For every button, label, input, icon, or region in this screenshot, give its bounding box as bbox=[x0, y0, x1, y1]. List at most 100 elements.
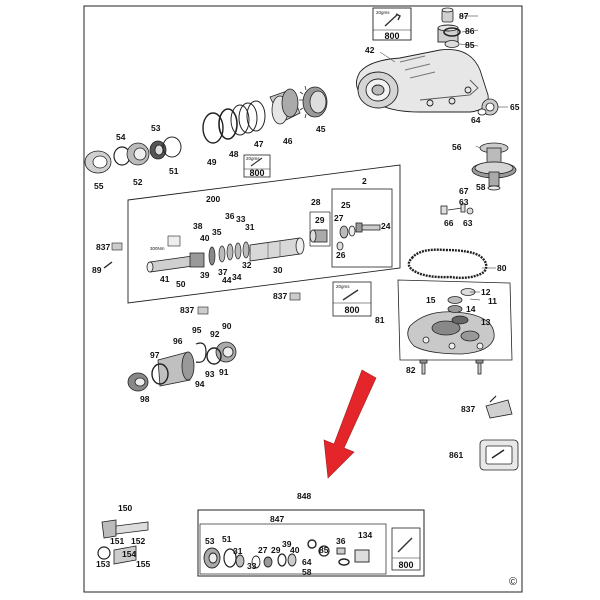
torque-tool-icon bbox=[167, 235, 181, 247]
callout-837-d: 837 bbox=[461, 404, 476, 414]
callout-152: 152 bbox=[131, 536, 146, 546]
ring-part-64 bbox=[477, 108, 487, 116]
bushing-part-55 bbox=[84, 150, 112, 174]
callout-91: 91 bbox=[219, 367, 229, 377]
kit-callout-64: 64 bbox=[302, 557, 312, 567]
callout-42: 42 bbox=[365, 45, 375, 55]
callout-837-c: 837 bbox=[273, 291, 288, 301]
gear-housing-part bbox=[356, 24, 489, 113]
callout-82: 82 bbox=[406, 365, 416, 375]
grease-box-shaft bbox=[243, 154, 271, 178]
kit-callout-36: 36 bbox=[336, 536, 346, 546]
kit-callout-134: 134 bbox=[358, 530, 373, 540]
callout-11: 11 bbox=[488, 296, 497, 306]
callout-49: 49 bbox=[207, 157, 217, 167]
callout-55: 55 bbox=[94, 181, 104, 191]
callout-95: 95 bbox=[192, 325, 202, 335]
callout-50: 50 bbox=[176, 279, 186, 289]
handle-kit-150 bbox=[97, 519, 149, 565]
callout-64: 64 bbox=[471, 115, 481, 125]
kit-callout-31: 31 bbox=[233, 546, 243, 556]
grease-tube-837 bbox=[485, 395, 513, 419]
grease-amount-top: 20gms bbox=[376, 10, 390, 15]
callout-28: 28 bbox=[311, 197, 321, 207]
callout-53: 53 bbox=[151, 123, 161, 133]
callout-34: 34 bbox=[232, 272, 242, 282]
callout-94: 94 bbox=[195, 379, 205, 389]
kit-callout-53: 53 bbox=[205, 536, 215, 546]
chuck-sleeve-part-97 bbox=[151, 363, 169, 385]
callout-85: 85 bbox=[465, 40, 475, 50]
grease-number-gear: 800 bbox=[344, 305, 360, 315]
grease-number-shaft: 800 bbox=[249, 168, 265, 178]
kit-box-848 bbox=[197, 509, 425, 577]
callout-33: 33 bbox=[236, 214, 246, 224]
ring-part-51 bbox=[162, 136, 182, 158]
callout-29: 29 bbox=[315, 215, 325, 225]
callout-52: 52 bbox=[133, 177, 143, 187]
callout-36: 36 bbox=[225, 211, 235, 221]
spindle-part-30 bbox=[249, 237, 305, 262]
screw-parts-82 bbox=[419, 359, 484, 375]
cap-part-87 bbox=[441, 7, 454, 23]
gear-part-45 bbox=[299, 85, 328, 119]
chuck-parts-90-96 bbox=[157, 341, 237, 387]
torque-note: 300Nm bbox=[150, 246, 165, 251]
ring-set-47-48-49 bbox=[202, 100, 266, 144]
washer-part-85 bbox=[444, 40, 460, 48]
callout-39: 39 bbox=[200, 270, 210, 280]
callout-96: 96 bbox=[173, 336, 183, 346]
intermediate-shaft-part-56 bbox=[471, 142, 517, 191]
callout-153: 153 bbox=[96, 559, 111, 569]
callout-40: 40 bbox=[200, 233, 210, 243]
callout-93: 93 bbox=[205, 369, 215, 379]
pin-part-89 bbox=[103, 261, 113, 269]
callout-48: 48 bbox=[229, 149, 239, 159]
kit-callout-58: 58 bbox=[302, 567, 312, 577]
callout-37: 37 bbox=[218, 267, 228, 277]
belt-part-80 bbox=[407, 248, 488, 280]
part-box-28 bbox=[309, 211, 331, 247]
grease-number-top: 800 bbox=[384, 31, 400, 41]
callout-54: 54 bbox=[116, 132, 126, 142]
kit-callout-39: 39 bbox=[282, 539, 292, 549]
callout-847: 847 bbox=[270, 514, 285, 524]
leader-lines bbox=[379, 15, 508, 301]
grease-box-kit bbox=[391, 527, 421, 571]
assembly-box-200 bbox=[127, 164, 401, 304]
ring-parts-25-27 bbox=[336, 225, 356, 251]
callout-38: 38 bbox=[193, 221, 203, 231]
dust-cap-part-98 bbox=[127, 372, 149, 392]
callout-27: 27 bbox=[334, 213, 344, 223]
grease-box-gear bbox=[332, 281, 372, 317]
kit-callout-51: 51 bbox=[222, 534, 232, 544]
callout-46: 46 bbox=[283, 136, 293, 146]
callout-14: 14 bbox=[466, 304, 476, 314]
callout-63b: 63 bbox=[463, 218, 473, 228]
callout-97: 97 bbox=[150, 350, 160, 360]
kit-parts bbox=[203, 539, 370, 569]
callout-56: 56 bbox=[452, 142, 462, 152]
spindle-part-41 bbox=[146, 252, 205, 273]
red-arrow-icon bbox=[323, 369, 377, 479]
callout-150: 150 bbox=[118, 503, 133, 513]
grease-number-kit: 800 bbox=[398, 560, 414, 570]
callout-98: 98 bbox=[140, 394, 150, 404]
bolt-part-24 bbox=[355, 222, 381, 233]
callout-86: 86 bbox=[465, 26, 475, 36]
callout-24: 24 bbox=[381, 221, 391, 231]
callout-861: 861 bbox=[449, 450, 464, 460]
ring-stack-32-35 bbox=[208, 241, 250, 266]
kit-callout-85: 85 bbox=[319, 545, 329, 555]
callout-44: 44 bbox=[222, 275, 232, 285]
callout-66: 66 bbox=[444, 218, 454, 228]
callout-31: 31 bbox=[245, 222, 255, 232]
callout-15: 15 bbox=[426, 295, 436, 305]
callout-87: 87 bbox=[459, 11, 469, 21]
callout-65: 65 bbox=[510, 102, 520, 112]
callout-26: 26 bbox=[336, 250, 346, 260]
grease-amount-shaft: 20gms bbox=[246, 156, 260, 161]
kit-case-861 bbox=[479, 439, 519, 471]
gearbox-cover-part-81 bbox=[407, 311, 495, 355]
callout-154: 154 bbox=[122, 549, 137, 559]
